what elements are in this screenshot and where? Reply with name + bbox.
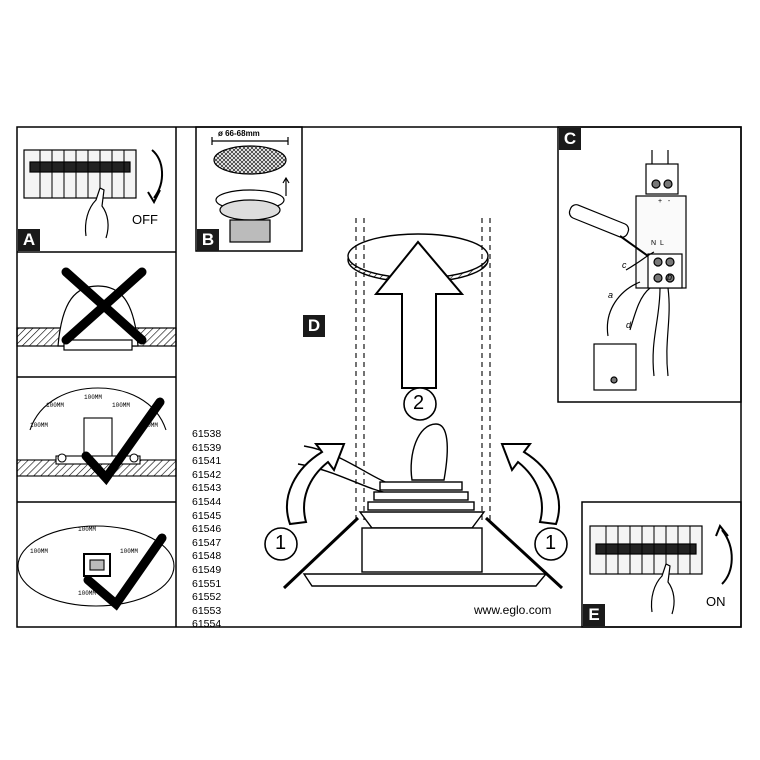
clearance-label-plan-right: 100MM — [120, 548, 139, 555]
panel-frames — [16, 126, 742, 628]
cross-mark-icon — [61, 267, 147, 345]
terminal-label: N L — [651, 240, 664, 247]
product-code: 61546 — [192, 523, 222, 536]
wiring-step-d: d — [626, 320, 632, 330]
product-code: 61547 — [192, 536, 222, 549]
step-circles — [264, 387, 568, 561]
clearance-label-plan-bottom: 100MM — [78, 590, 97, 597]
clearance-label-left: 100MM — [30, 422, 49, 429]
step-1-number-right: 1 — [545, 532, 557, 554]
panel-label-e: E — [583, 604, 605, 626]
website-url[interactable]: www.eglo.com — [474, 603, 552, 617]
spring-clip-arrow-icon — [285, 443, 561, 526]
product-code: 61539 — [192, 441, 222, 454]
breaker-on-illustration — [589, 524, 733, 615]
wiring-step-a: a — [608, 290, 614, 300]
clearance-label-plan-top: 100MM — [78, 526, 97, 533]
product-code: 61544 — [192, 495, 222, 508]
clearance-label-top-left: 100MM — [46, 402, 65, 409]
check-mark-icon — [81, 397, 165, 486]
push-up-arrow-icon — [373, 240, 465, 389]
step-2-number: 2 — [413, 392, 425, 414]
clearance-top-view — [17, 525, 175, 607]
product-code-list: 61538 61539 61541 61542 61543 61544 6154… — [192, 428, 242, 632]
clearance-label-top: 100MM — [84, 394, 103, 401]
diameter-label: ø 66-68mm — [218, 129, 260, 138]
product-code: 61552 — [192, 591, 222, 604]
product-code: 61545 — [192, 509, 222, 522]
panel-label-d: D — [303, 315, 325, 337]
downlight-fixture — [282, 423, 564, 590]
product-code: 61542 — [192, 468, 222, 481]
on-label: ON — [706, 594, 726, 609]
wiring-step-c: c — [622, 260, 627, 270]
check-mark-icon — [83, 533, 167, 611]
off-label: OFF — [132, 212, 158, 227]
clearance-label-top-right: 100MM — [112, 402, 131, 409]
product-code: 61543 — [192, 482, 222, 495]
clearance-label-plan-left: 100MM — [30, 548, 49, 555]
product-code: 61541 — [192, 455, 222, 468]
step-1-number-left: 1 — [275, 532, 287, 554]
polarity-label: + - — [658, 198, 671, 205]
cutout-illustration — [211, 137, 290, 243]
product-code: 61551 — [192, 577, 222, 590]
product-code: 61548 — [192, 550, 222, 563]
wiring-illustration — [568, 150, 687, 391]
wiring-step-b: b — [667, 272, 673, 282]
panel-label-a: A — [18, 229, 40, 251]
breaker-off-illustration — [23, 149, 163, 239]
product-code: 61553 — [192, 604, 222, 617]
product-code: 61549 — [192, 563, 222, 576]
panel-label-c: C — [559, 128, 581, 150]
panel-label-b: B — [197, 229, 219, 251]
product-code: 61538 — [192, 428, 222, 440]
product-code: 61554 — [192, 618, 222, 631]
clearance-label-right: 100MM — [140, 422, 159, 429]
